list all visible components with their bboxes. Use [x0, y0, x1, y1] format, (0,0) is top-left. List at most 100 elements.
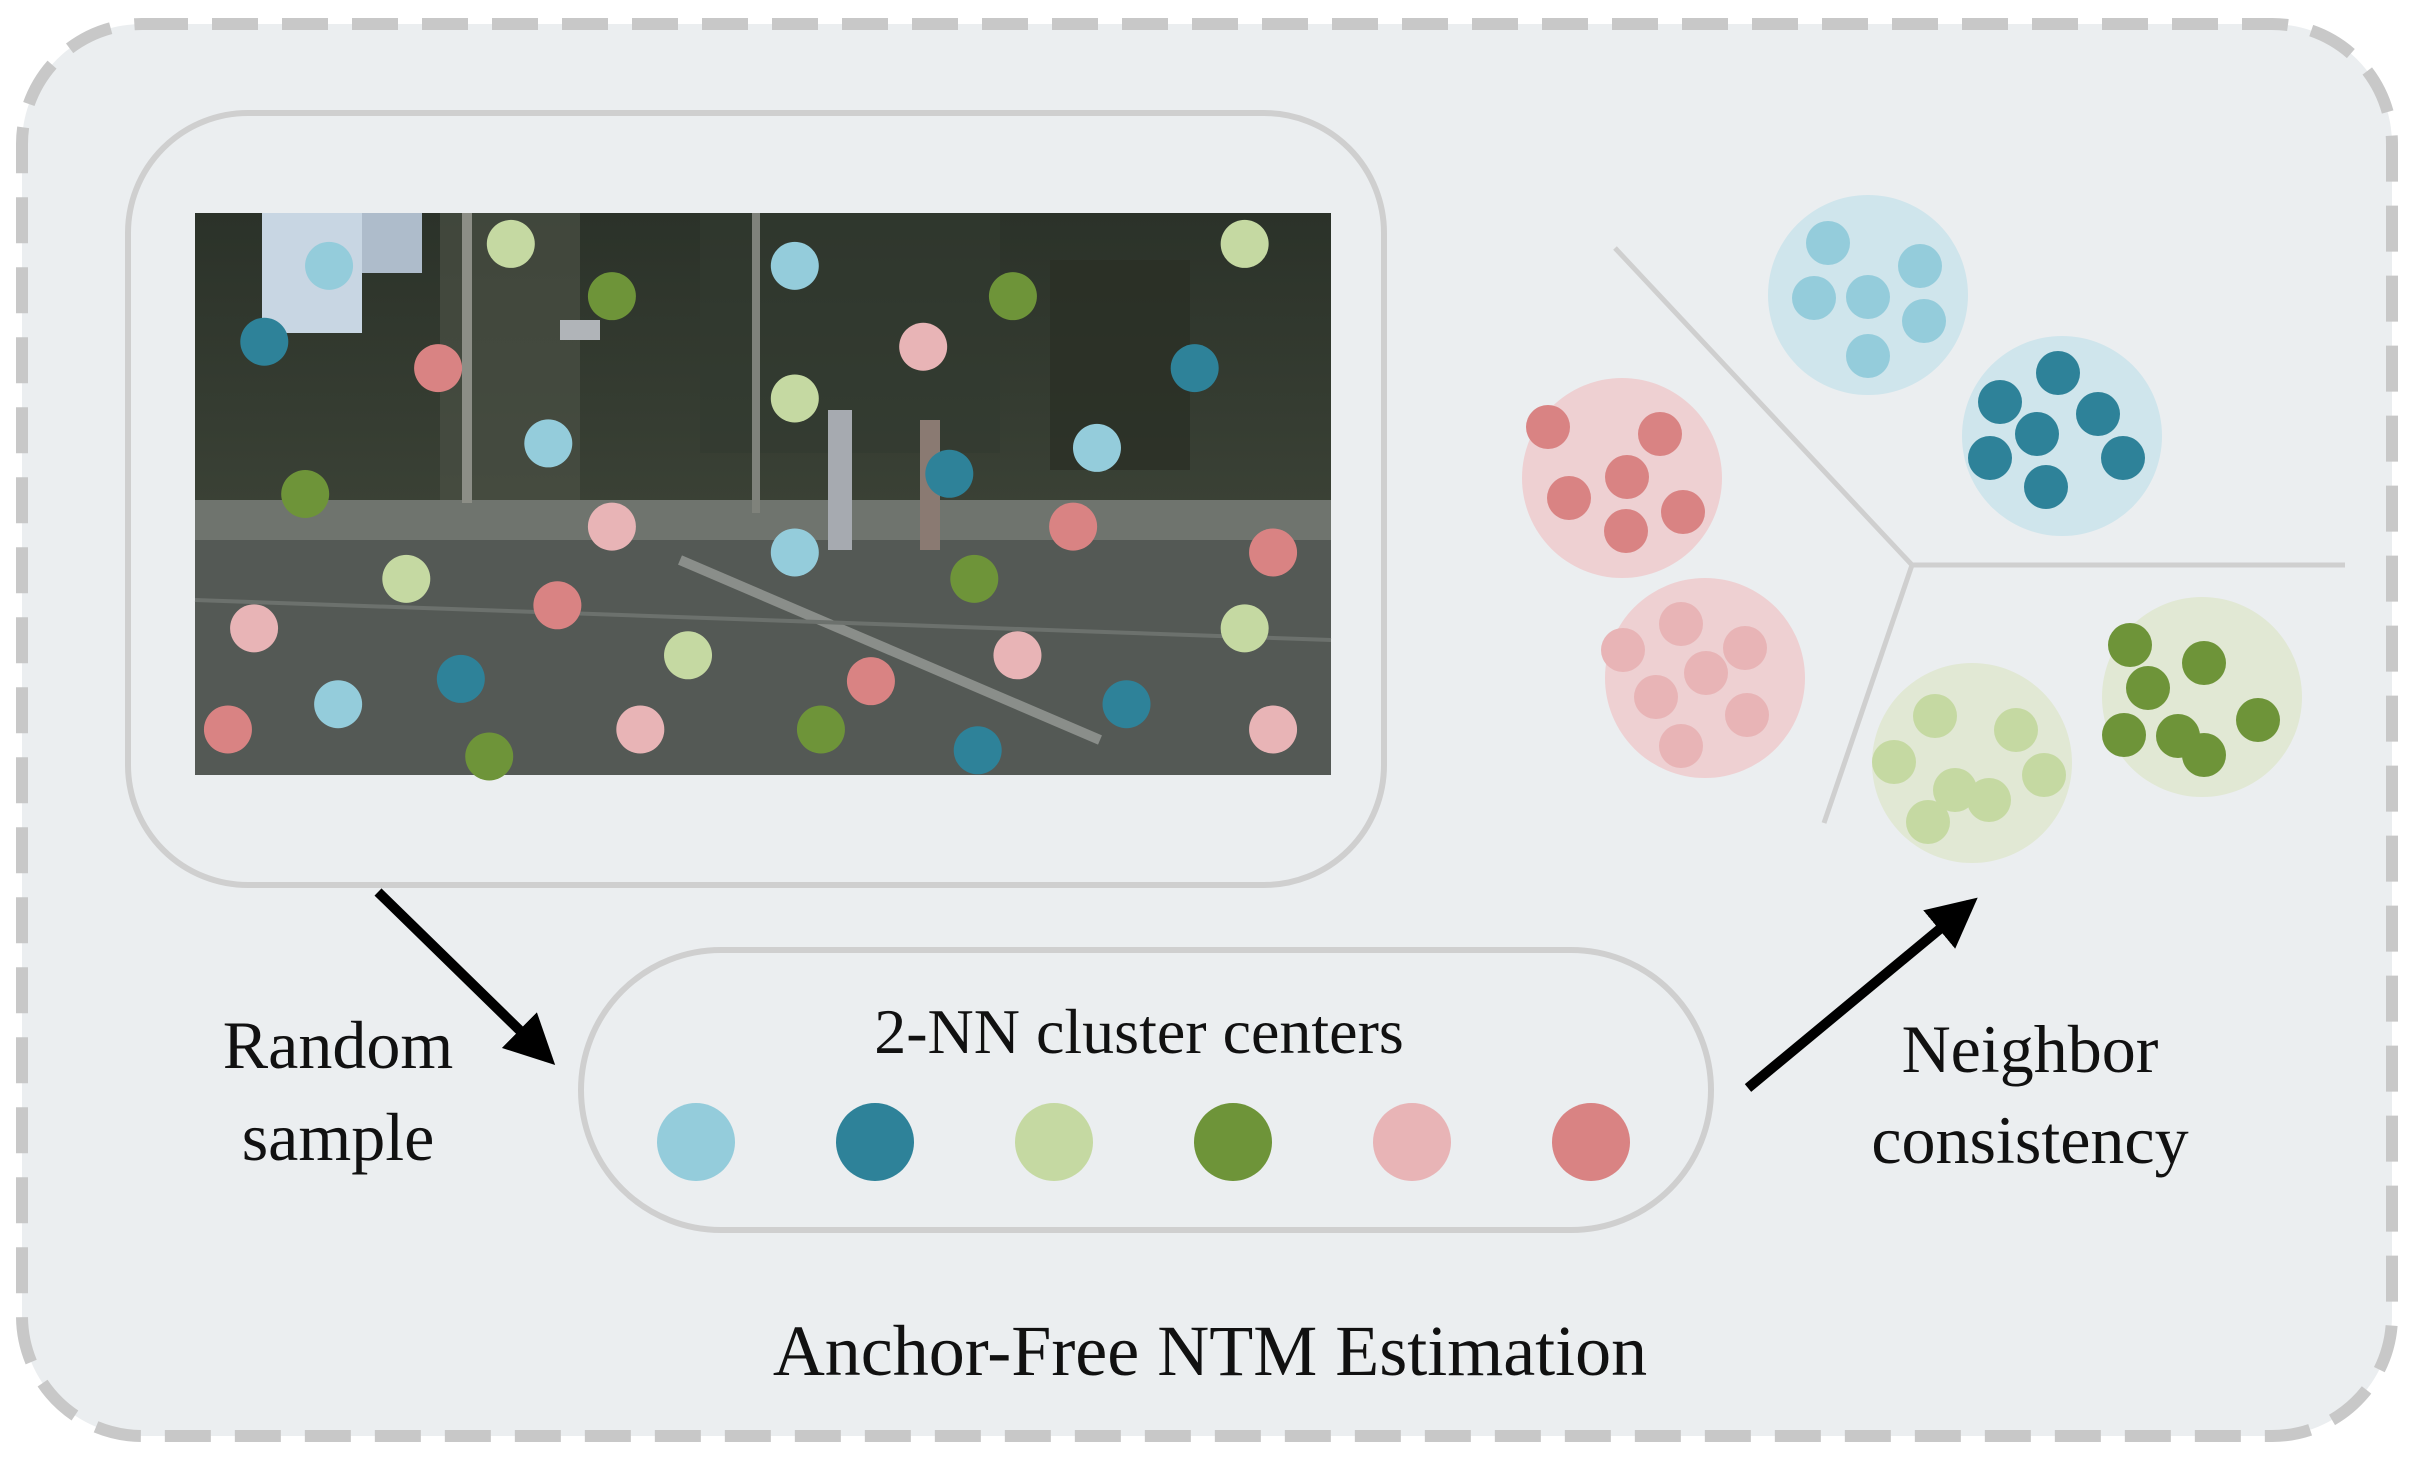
cluster-point-light-blue: [1902, 299, 1946, 343]
random-sample-arrow: [374, 888, 556, 1065]
cluster-point-dark-green: [2182, 733, 2226, 777]
cluster-point-light-blue: [1792, 276, 1836, 320]
cluster-point-dark-green: [2102, 713, 2146, 757]
center-dot-dark-green: [1194, 1103, 1272, 1181]
image-point-dark-green: [796, 705, 845, 754]
cluster-point-salmon: [1638, 412, 1682, 456]
image-point-dark-teal: [436, 654, 485, 703]
cluster-point-light-pink: [1634, 675, 1678, 719]
neighbor-consistency-label-line1: Neighbor: [1902, 1011, 2159, 1087]
center-dot-dark-teal: [836, 1103, 914, 1181]
cluster-point-light-pink: [1601, 628, 1645, 672]
cluster-point-salmon: [1605, 455, 1649, 499]
cluster-point-dark-teal: [1968, 436, 2012, 480]
center-dot-light-blue: [657, 1103, 735, 1181]
cluster-point-light-blue: [1898, 244, 1942, 288]
cluster-blob-dark-green: [2102, 597, 2302, 797]
image-point-light-blue: [305, 241, 354, 290]
cluster-member-points: [1526, 221, 2280, 844]
cluster-point-light-green: [1872, 740, 1916, 784]
image-point-salmon: [533, 581, 582, 630]
cluster-point-salmon: [1526, 405, 1570, 449]
image-point-light-pink: [993, 631, 1042, 680]
footer-title: Anchor-Free NTM Estimation: [773, 1311, 1647, 1391]
cluster-point-salmon: [1604, 509, 1648, 553]
cluster-point-light-pink: [1725, 693, 1769, 737]
image-point-dark-teal: [925, 449, 974, 498]
image-point-salmon: [1249, 528, 1298, 577]
image-point-dark-green: [950, 554, 999, 603]
image-point-light-green: [770, 374, 819, 423]
neighbor-consistency-arrow: [1744, 897, 1978, 1092]
separator-upper-left: [1613, 246, 1914, 567]
random-sample-label-line2: sample: [242, 1099, 435, 1175]
image-point-dark-green: [587, 272, 636, 321]
cluster-centers-title: 2-NN cluster centers: [874, 996, 1404, 1067]
cluster-center-dots: [657, 1103, 1630, 1181]
image-point-light-blue: [1072, 423, 1121, 472]
center-dot-light-green: [1015, 1103, 1093, 1181]
image-point-dark-green: [281, 470, 330, 518]
cluster-point-light-green: [1906, 800, 1950, 844]
cluster-point-light-blue: [1806, 221, 1850, 265]
cluster-point-dark-green: [2236, 698, 2280, 742]
center-dot-light-pink: [1373, 1103, 1451, 1181]
cluster-point-light-green: [1994, 708, 2038, 752]
cluster-point-dark-teal: [2101, 436, 2145, 480]
image-point-light-pink: [230, 604, 279, 653]
image-point-light-green: [1220, 219, 1269, 268]
image-point-light-pink: [1249, 705, 1298, 754]
neighbor-consistency-label-line2: consistency: [1871, 1102, 2188, 1178]
image-point-dark-green: [465, 732, 514, 781]
cluster-point-light-pink: [1684, 651, 1728, 695]
cluster-point-dark-teal: [2036, 351, 2080, 395]
cluster-point-dark-green: [2108, 623, 2152, 667]
cluster-point-light-pink: [1659, 602, 1703, 646]
image-point-salmon: [846, 657, 895, 706]
image-point-light-blue: [524, 419, 573, 468]
cluster-point-dark-teal: [2015, 412, 2059, 456]
cluster-point-dark-green: [2182, 641, 2226, 685]
image-point-light-blue: [314, 680, 363, 729]
cluster-point-light-pink: [1659, 724, 1703, 768]
image-point-salmon: [414, 344, 463, 393]
cluster-point-dark-teal: [2076, 392, 2120, 436]
image-point-salmon: [1049, 502, 1098, 551]
cluster-point-dark-green: [2126, 666, 2170, 710]
image-point-light-green: [664, 631, 713, 680]
image-point-dark-teal: [240, 317, 289, 366]
cluster-point-dark-teal: [1978, 380, 2022, 424]
image-sample-points: [203, 219, 1298, 781]
cluster-point-salmon: [1547, 476, 1591, 520]
image-point-salmon: [203, 705, 252, 754]
image-point-light-pink: [587, 502, 636, 551]
cluster-point-salmon: [1661, 490, 1705, 534]
cluster-point-light-blue: [1846, 275, 1890, 319]
cluster-centers-box: [578, 947, 1714, 1233]
image-point-dark-teal: [953, 726, 1002, 775]
cluster-point-dark-teal: [2024, 465, 2068, 509]
street-scene-image: [194, 213, 1332, 775]
image-frame-box: [125, 110, 1387, 888]
image-point-light-green: [1220, 604, 1269, 653]
separator-lower: [1821, 564, 1915, 824]
image-point-light-green: [486, 219, 535, 268]
cluster-point-light-green: [2022, 753, 2066, 797]
image-point-light-blue: [770, 528, 819, 577]
cluster-separator-lines: [1613, 246, 2345, 824]
image-point-dark-green: [988, 272, 1037, 321]
cluster-point-light-green: [1913, 694, 1957, 738]
image-point-light-blue: [770, 241, 819, 290]
image-point-light-pink: [616, 705, 665, 754]
cluster-point-light-green: [1967, 778, 2011, 822]
center-dot-salmon: [1552, 1103, 1630, 1181]
cluster-point-light-blue: [1846, 334, 1890, 378]
image-point-light-pink: [899, 322, 948, 371]
image-point-dark-teal: [1102, 680, 1151, 729]
cluster-point-light-pink: [1723, 626, 1767, 670]
random-sample-label-line1: Random: [223, 1007, 453, 1083]
image-point-dark-teal: [1170, 344, 1219, 393]
cluster-point-light-green: [1933, 768, 1977, 812]
